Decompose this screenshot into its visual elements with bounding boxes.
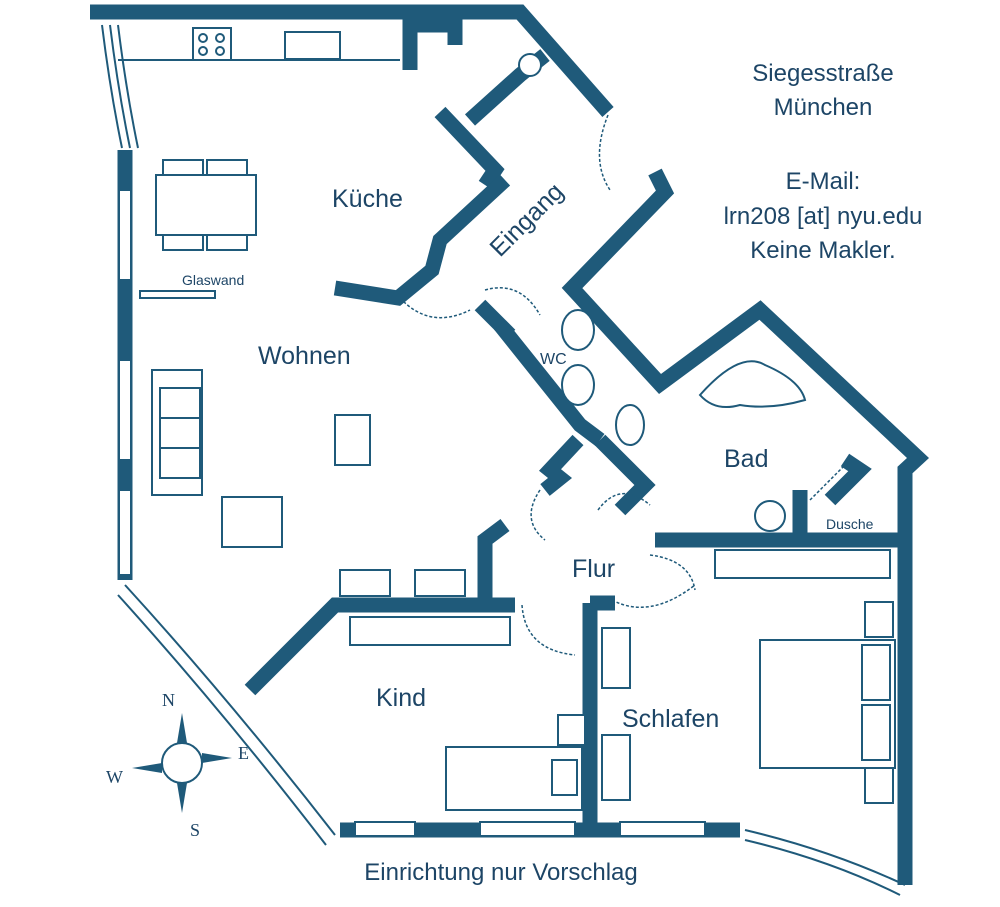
furniture bbox=[118, 27, 896, 811]
room-label-flur: Flur bbox=[572, 555, 615, 583]
info-street: Siegesstraße bbox=[752, 60, 893, 87]
room-label-kind: Kind bbox=[376, 684, 426, 712]
room-label-wc: WC bbox=[540, 351, 567, 368]
caption: Einrichtung nur Vorschlag bbox=[364, 859, 638, 886]
room-label-kueche: Küche bbox=[332, 185, 403, 213]
compass-e: E bbox=[238, 743, 249, 763]
info-city: München bbox=[774, 94, 873, 121]
room-label-wohnen: Wohnen bbox=[258, 342, 351, 370]
compass-n: N bbox=[162, 690, 175, 710]
compass-rose bbox=[132, 713, 232, 813]
info-email-label: E-Mail: bbox=[786, 168, 861, 195]
info-note: Keine Makler. bbox=[750, 237, 895, 264]
doors bbox=[399, 114, 846, 656]
room-label-dusche: Dusche bbox=[826, 516, 874, 532]
room-label-bad: Bad bbox=[724, 445, 768, 473]
info-email: lrn208 [at] nyu.edu bbox=[724, 203, 923, 230]
room-label-schlafen: Schlafen bbox=[622, 705, 719, 733]
glaswand-label: Glaswand bbox=[182, 272, 244, 288]
compass-s: S bbox=[190, 820, 200, 840]
windows bbox=[101, 24, 906, 896]
compass-w: W bbox=[106, 767, 123, 787]
